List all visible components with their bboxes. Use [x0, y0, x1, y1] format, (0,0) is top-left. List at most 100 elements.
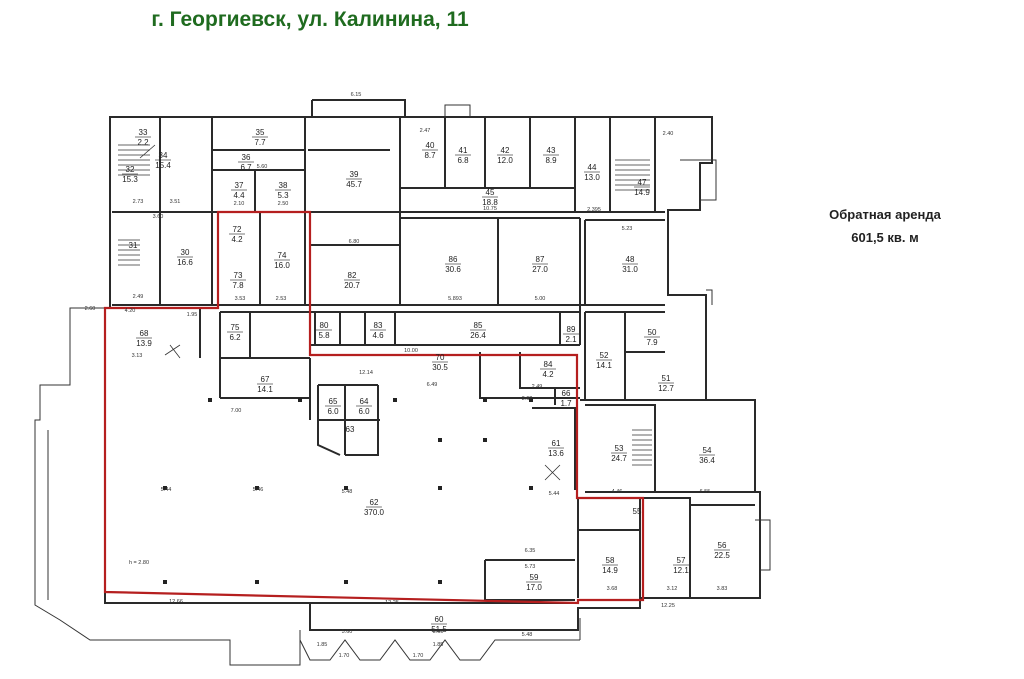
dimension-d47: 1.85 — [317, 642, 328, 648]
column-marker — [529, 398, 533, 402]
room-area: 16.0 — [274, 261, 290, 270]
room-area: 2.2 — [137, 138, 149, 147]
room-area: 6.0 — [327, 407, 339, 416]
room-area: 15.4 — [155, 161, 171, 170]
dimension-d31: 5.48 — [342, 489, 353, 495]
room-number: 82 — [348, 271, 357, 280]
room-label-40: 408.7 — [422, 141, 438, 160]
dimension-d28: 7.00 — [231, 408, 242, 414]
dimension-d9: 10.75 — [483, 206, 497, 212]
room-number: 45 — [486, 188, 495, 197]
lease-info: Обратная аренда 601,5 кв. м — [800, 203, 970, 249]
room-area: 6.7 — [240, 163, 252, 172]
room-area: 24.7 — [611, 454, 627, 463]
room-number: 63 — [346, 425, 355, 434]
room-area: 18.8 — [482, 198, 498, 207]
dimension-d29: 5.44 — [161, 487, 172, 493]
room-label-64: 646.0 — [356, 397, 372, 416]
room-label-41: 416.8 — [455, 146, 471, 165]
column-marker — [529, 486, 533, 490]
dimension-d36: 6.35 — [525, 548, 536, 554]
dimension-d4: 5.60 — [257, 164, 268, 170]
room-label-80: 805.8 — [316, 321, 332, 340]
room-number: 83 — [374, 321, 383, 330]
column-marker — [163, 486, 167, 490]
room-number: 89 — [567, 325, 576, 334]
dimension-d43: 12.25 — [661, 603, 675, 609]
dimension-d49: 1.70 — [339, 653, 350, 659]
room-label-50: 507.9 — [644, 328, 660, 347]
stairs — [118, 144, 652, 481]
room-number: 72 — [233, 225, 242, 234]
room-number: 36 — [242, 153, 251, 162]
dimension-d3: 2.40 — [663, 131, 674, 137]
room-label-84: 844.2 — [540, 360, 556, 379]
room-number: 66 — [562, 389, 571, 398]
dimension-d16: 2.53 — [276, 296, 287, 302]
dimension-d5: 2.73 — [133, 199, 144, 205]
room-number: 44 — [588, 163, 597, 172]
dimension-d38: 3.68 — [607, 586, 618, 592]
dimension-d30: 5.46 — [253, 487, 264, 493]
room-number: 48 — [626, 255, 635, 264]
room-label-55: 55 — [633, 507, 642, 516]
room-number: 61 — [552, 439, 561, 448]
room-number: 37 — [235, 181, 244, 190]
dimension-d10: 2.395 — [587, 207, 601, 213]
structural-columns — [163, 398, 533, 584]
dimension-d46: 5.48 — [522, 632, 533, 638]
room-number: 34 — [159, 151, 168, 160]
dimension-d42: 12.25 — [385, 600, 399, 606]
column-marker — [438, 438, 442, 442]
room-area: 30.6 — [445, 265, 461, 274]
dimension-d13: 6.80 — [349, 239, 360, 245]
dimension-d19: 2.60 — [85, 306, 96, 312]
column-marker — [393, 398, 397, 402]
room-number: 53 — [615, 444, 624, 453]
room-area: 6.2 — [229, 333, 241, 342]
lease-label: Обратная аренда — [829, 207, 941, 222]
room-label-35: 357.7 — [252, 128, 268, 147]
room-area: 8.7 — [424, 151, 436, 160]
room-number: 85 — [474, 321, 483, 330]
room-area: 20.7 — [344, 281, 360, 290]
room-number: 80 — [320, 321, 329, 330]
room-area: 45.7 — [346, 180, 362, 189]
room-number: 51 — [662, 374, 671, 383]
room-label-75: 756.2 — [227, 323, 243, 342]
room-number: 65 — [329, 397, 338, 406]
dimension-d33: 4.46 — [612, 489, 623, 495]
column-marker — [298, 398, 302, 402]
room-number: 32 — [126, 165, 135, 174]
dimension-d34: 6.55 — [700, 489, 711, 495]
room-label-36: 366.7 — [238, 153, 254, 172]
room-number: 74 — [278, 251, 287, 260]
room-area: 4.2 — [542, 370, 554, 379]
dimension-d50: 1.70 — [413, 653, 424, 659]
room-number: 60 — [435, 615, 444, 624]
room-area: 17.0 — [526, 583, 542, 592]
room-number: 47 — [638, 178, 647, 187]
room-number: 73 — [234, 271, 243, 280]
room-number: 68 — [140, 329, 149, 338]
room-area: 12.0 — [497, 156, 513, 165]
room-number: 59 — [530, 573, 539, 582]
dimension-d40: 3.83 — [717, 586, 728, 592]
column-marker — [483, 398, 487, 402]
room-number: 84 — [544, 360, 553, 369]
room-number: 67 — [261, 375, 270, 384]
column-marker — [438, 580, 442, 584]
dimension-d27: 3.62 — [522, 396, 533, 402]
dimension-d35: h = 2.80 — [129, 560, 149, 566]
